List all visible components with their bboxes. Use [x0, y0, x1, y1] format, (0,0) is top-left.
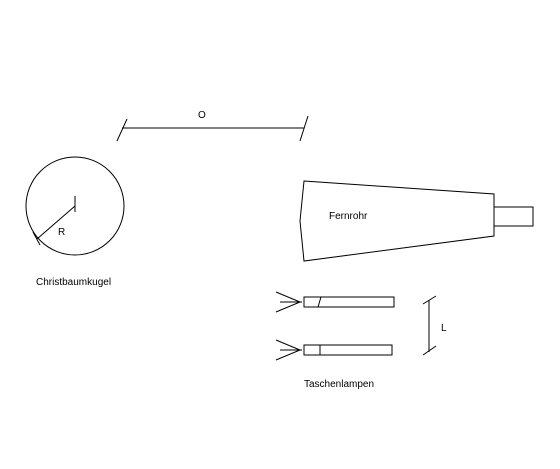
ornament-label: Christbaumkugel — [36, 277, 111, 288]
radius-label: R — [58, 227, 65, 238]
flashlights-label: Taschenlampen — [304, 379, 374, 390]
telescope-label: Fernrohr — [329, 211, 368, 222]
distance-marker: O — [116, 110, 309, 142]
telescope: Fernrohr — [299, 180, 534, 262]
flashlight-upper — [275, 291, 395, 313]
flashlight-body-upper — [303, 296, 395, 308]
flashlight-body-lower — [303, 344, 393, 356]
spacing-bottom-tick — [422, 345, 437, 356]
flashlights: L Taschenlampen — [275, 291, 447, 390]
spacing-label: L — [441, 323, 447, 334]
telescope-body — [299, 180, 495, 262]
flashlight-head-upper — [317, 296, 322, 308]
spacing-top-tick — [422, 295, 437, 305]
radius-line — [36, 205, 76, 240]
distance-right-tick — [299, 115, 309, 142]
ornament: R Christbaumkugel — [25, 156, 125, 288]
radius-edge-tick — [32, 231, 41, 246]
distance-label: O — [198, 110, 206, 121]
ornament-circle — [25, 156, 125, 256]
distance-left-tick — [116, 118, 128, 142]
telescope-eyepiece — [493, 206, 534, 227]
flashlight-lower — [275, 339, 393, 361]
spacing-marker: L — [422, 295, 447, 356]
